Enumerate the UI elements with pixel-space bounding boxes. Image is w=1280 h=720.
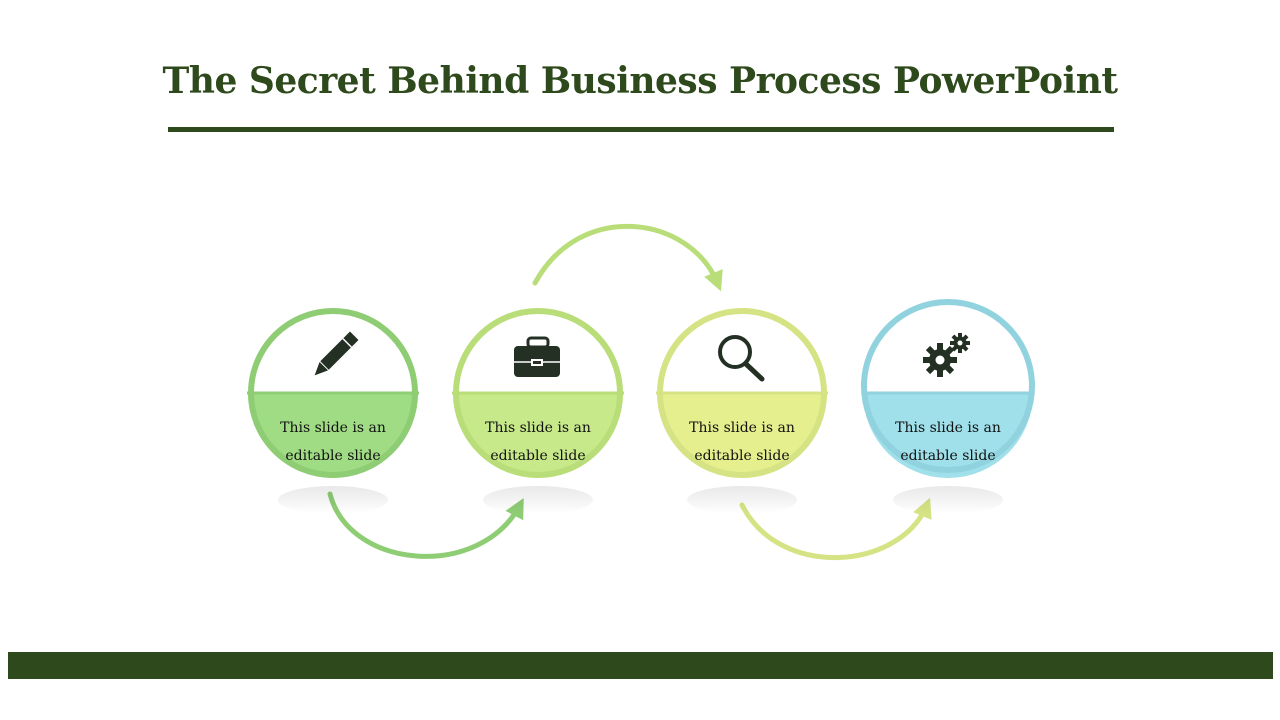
connector-arrow-2-3 bbox=[532, 223, 723, 292]
briefcase-icon bbox=[514, 336, 560, 377]
step-1-text-line1: This slide is an bbox=[280, 420, 386, 436]
title-underline bbox=[168, 127, 1114, 132]
step-3-text: This slide is an editable slide bbox=[667, 414, 817, 470]
pencil-icon bbox=[314, 331, 359, 376]
process-step-4 bbox=[861, 299, 1035, 514]
process-step-3 bbox=[656, 308, 828, 514]
step-2-text-line1: This slide is an bbox=[485, 420, 591, 436]
slide-title: The Secret Behind Business Process Power… bbox=[162, 60, 1118, 102]
step-3-text-line2: editable slide bbox=[694, 448, 790, 464]
process-step-2 bbox=[452, 308, 624, 514]
step-1-text-line2: editable slide bbox=[285, 448, 381, 464]
footer-bar bbox=[8, 652, 1273, 679]
step-2-text: This slide is an editable slide bbox=[463, 414, 613, 470]
step-3-text-line1: This slide is an bbox=[689, 420, 795, 436]
step-2-text-line2: editable slide bbox=[490, 448, 586, 464]
magnifier-icon bbox=[718, 335, 765, 382]
connector-arrow-3-4 bbox=[739, 497, 932, 561]
step-4-text: This slide is an editable slide bbox=[873, 414, 1023, 470]
gears-icon bbox=[923, 333, 970, 377]
process-step-1 bbox=[247, 308, 419, 514]
step-1-text: This slide is an editable slide bbox=[258, 414, 408, 470]
connector-arrow-1-2 bbox=[327, 491, 524, 559]
step-4-text-line2: editable slide bbox=[900, 448, 996, 464]
step-4-text-line1: This slide is an bbox=[895, 420, 1001, 436]
